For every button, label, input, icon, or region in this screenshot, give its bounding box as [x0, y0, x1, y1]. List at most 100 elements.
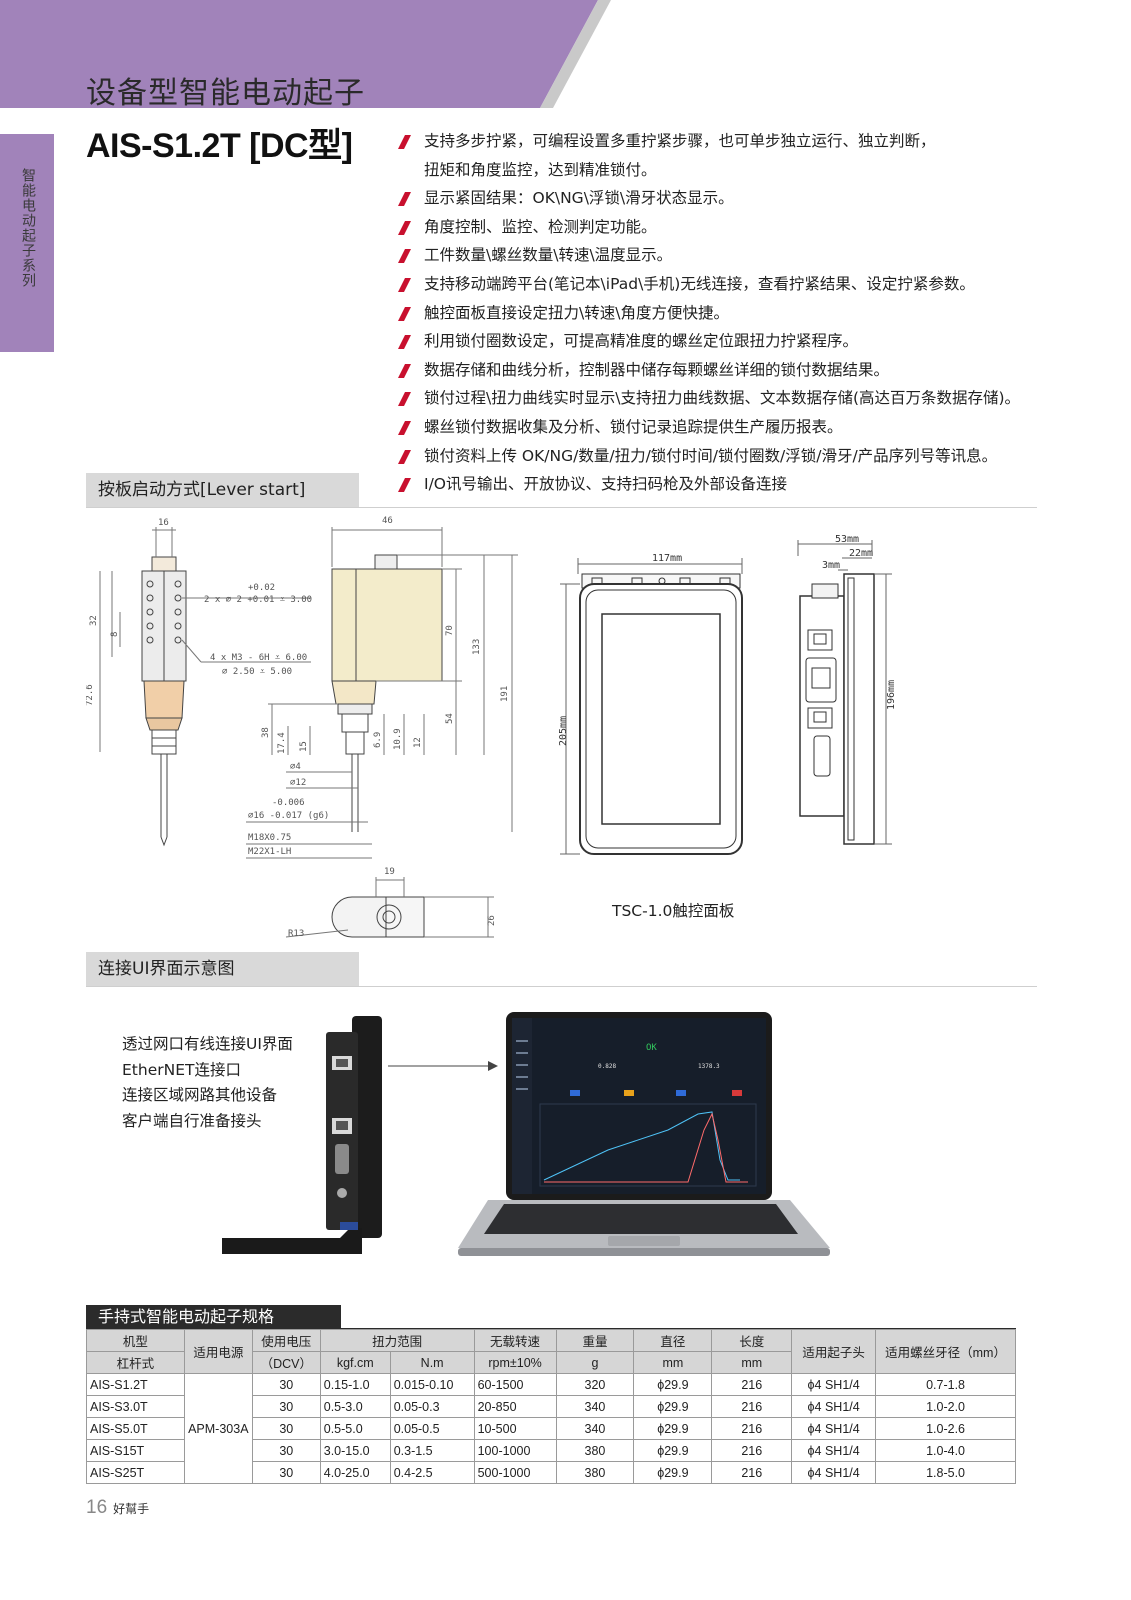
dim-117mm: 117mm [652, 553, 682, 564]
dim-hole1: 2 x ∅ 2 +0.01 ⩡ 3.00 [204, 595, 312, 605]
cell-voltage: 30 [251, 1395, 321, 1418]
cell-voltage: 30 [251, 1461, 321, 1484]
dim-196mm: 196mm [886, 680, 897, 710]
screwdriver-drawing: 16 46 32 8 72.6 +0.02 2 x ∅ 2 +0.01 ⩡ 3.… [86, 516, 518, 939]
cell-rpm: 100-1000 [473, 1439, 557, 1462]
slash-bullet-icon [398, 335, 411, 350]
feature-item: 利用锁付圈数设定，可提高精准度的螺丝定位跟扭力拧紧程序。 [398, 327, 1098, 356]
feature-list: 支持多步拧紧，可编程设置多重拧紧步骤，也可单步独立运行、独立判断， 扭矩和角度监控… [398, 127, 1098, 499]
cell-diameter: ϕ29.9 [633, 1439, 713, 1462]
slash-bullet-icon [398, 392, 411, 407]
laptop-value-1: 0.828 [598, 1063, 616, 1070]
cell-model: AIS-S5.0T [86, 1417, 185, 1440]
cell-bit: ϕ4 SH1/4 [791, 1439, 877, 1462]
feature-item: I/O讯号输出、开放协议、支持扫码枪及外部设备连接 [398, 470, 1098, 499]
cell-voltage: 30 [251, 1417, 321, 1440]
slash-bullet-icon [398, 220, 411, 235]
dim-133: 133 [472, 639, 482, 655]
feature-text: 工件数量\螺丝数量\转速\温度显示。 [424, 246, 673, 265]
cell-thread: 0.7-1.8 [875, 1373, 1016, 1396]
feature-item: 锁付资料上传 OK/NG/数量/扭力/锁付时间/锁付圈数/浮锁/滑牙/产品序列号… [398, 442, 1098, 471]
cell-bit: ϕ4 SH1/4 [791, 1373, 877, 1396]
dim-m22: M22X1-LH [248, 847, 291, 857]
feature-item: 工件数量\螺丝数量\转速\温度显示。 [398, 241, 1098, 270]
dim-38: 38 [261, 727, 271, 738]
feature-item: 锁付过程\扭力曲线实时显示\支持扭力曲线数据、文本数据存储(高达百万条数据存储)… [398, 384, 1098, 413]
feature-item: 触控面板直接设定扭力\转速\角度方便快捷。 [398, 299, 1098, 328]
feature-text: 锁付过程\扭力曲线实时显示\支持扭力曲线数据、文本数据存储(高达百万条数据存储)… [424, 389, 1021, 408]
slash-bullet-icon [398, 135, 411, 149]
spec-sub-dcv: （DCV） [251, 1351, 321, 1374]
cell-length: 216 [711, 1439, 793, 1462]
feature-text: I/O讯号输出、开放协议、支持扫码枪及外部设备连接 [424, 475, 787, 494]
spec-head-torque: 扭力范围 [319, 1329, 475, 1352]
section-ui-connection: 连接UI界面示意图 [86, 952, 1037, 987]
slash-bullet-icon [398, 249, 411, 264]
dim-15: 15 [299, 741, 309, 752]
dim-phi16: ∅16 -0.017 (g6) [248, 811, 329, 821]
cell-rpm: 20-850 [473, 1395, 557, 1418]
touch-panel-caption: TSC-1.0触控面板 [612, 902, 735, 920]
feature-text: 支持多步拧紧，可编程设置多重拧紧步骤，也可单步独立运行、独立判断， [424, 132, 936, 150]
slash-bullet-icon [398, 306, 411, 321]
dim-72-6: 72.6 [86, 684, 95, 706]
cell-nm: 0.05-0.5 [389, 1417, 475, 1440]
brand-name: 好幫手 [113, 1502, 150, 1516]
controller-device-image [222, 1016, 382, 1254]
spec-head-power: 适用电源 [183, 1329, 253, 1374]
cell-length: 216 [711, 1395, 793, 1418]
connection-note: EtherNET连接口 [122, 1060, 241, 1079]
cell-model: AIS-S25T [86, 1461, 185, 1484]
side-tab [0, 134, 54, 352]
cell-rpm: 10-500 [473, 1417, 557, 1440]
cell-rpm: 60-1500 [473, 1373, 557, 1396]
spec-head-thread: 适用螺丝牙径（mm） [875, 1329, 1016, 1374]
feature-text: 支持移动端跨平台(笔记本\iPad\手机)无线连接，查看拧紧结果、设定拧紧参数。 [424, 274, 975, 293]
spec-sub-nm: N.m [389, 1351, 475, 1374]
cell-kgfcm: 3.0-15.0 [319, 1439, 391, 1462]
spec-head-speed: 无载转速 [473, 1329, 557, 1352]
dim-54: 54 [445, 713, 455, 724]
spec-head-length: 长度 [711, 1329, 793, 1352]
laptop-status: OK [646, 1043, 657, 1053]
slash-bullet-icon [398, 363, 411, 378]
spec-table: 机型 适用电源 使用电压 扭力范围 无载转速 重量 直径 长度 适用起子头 适用… [86, 1329, 1016, 1484]
feature-item: 扭矩和角度监控，达到精准锁付。 [398, 156, 1098, 185]
connection-note: 透过网口有线连接UI界面 [122, 1035, 293, 1053]
feature-text: 锁付资料上传 OK/NG/数量/扭力/锁付时间/锁付圈数/浮锁/滑牙/产品序列号… [424, 446, 998, 465]
cell-weight: 340 [555, 1417, 635, 1440]
spec-head-bit: 适用起子头 [791, 1329, 877, 1374]
spec-head-diameter: 直径 [633, 1329, 713, 1352]
dim-46: 46 [382, 516, 393, 526]
cell-kgfcm: 0.15-1.0 [319, 1373, 391, 1396]
feature-text: 利用锁付圈数设定，可提高精准度的螺丝定位跟扭力拧紧程序。 [424, 332, 859, 351]
feature-item: 显示紧固结果：OK\NG\浮锁\滑牙状态显示。 [398, 184, 1098, 213]
dim-16: 16 [158, 518, 169, 528]
dim-53mm: 53mm [835, 534, 859, 545]
cell-kgfcm: 4.0-25.0 [319, 1461, 391, 1484]
dim-205mm: 205mm [558, 716, 569, 746]
spec-head-weight: 重量 [555, 1329, 635, 1352]
cell-thread: 1.0-2.6 [875, 1417, 1016, 1440]
cell-weight: 380 [555, 1461, 635, 1484]
cell-bit: ϕ4 SH1/4 [791, 1461, 877, 1484]
dim-70: 70 [445, 625, 455, 636]
feature-text: 显示紧固结果：OK\NG\浮锁\滑牙状态显示。 [424, 189, 734, 208]
spec-head-voltage: 使用电压 [251, 1329, 321, 1352]
feature-item: 支持多步拧紧，可编程设置多重拧紧步骤，也可单步独立运行、独立判断， [398, 127, 1098, 156]
cell-nm: 0.4-2.5 [389, 1461, 475, 1484]
dim-26: 26 [487, 915, 497, 926]
cell-nm: 0.015-0.10 [389, 1373, 475, 1396]
laptop-value-2: 1378.3 [698, 1063, 720, 1070]
dim-tol-top: +0.02 [248, 583, 275, 593]
feature-text: 扭矩和角度监控，达到精准锁付。 [424, 160, 657, 179]
section-lever-start-label: 按板启动方式[Lever start] [86, 473, 359, 507]
slash-bullet-icon [398, 277, 411, 292]
dim-8: 8 [110, 632, 120, 637]
side-tab-label: 智能电动起子系列 [20, 168, 36, 288]
cell-rpm: 500-1000 [473, 1461, 557, 1484]
